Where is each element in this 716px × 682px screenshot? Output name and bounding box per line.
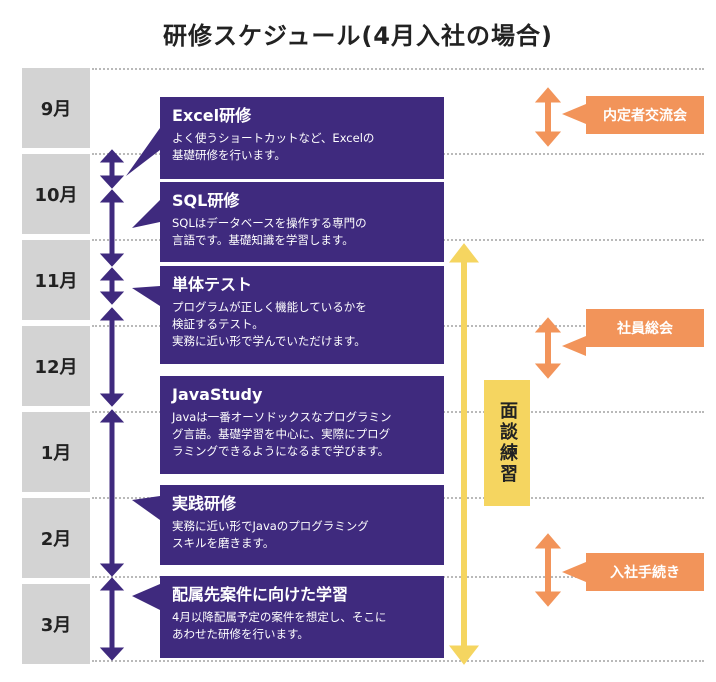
training-desc: よく使うショートカットなど、Excelの 基礎研修を行います。: [172, 131, 375, 162]
training-title: Excel研修: [172, 106, 252, 125]
month-cell-sep: 9月: [22, 68, 90, 148]
event-tag-general-meeting: 社員総会: [586, 309, 704, 347]
training-title: SQL研修: [172, 191, 240, 210]
page-title: 研修スケジュール(4月入社の場合): [163, 22, 553, 50]
training-desc: 実務に近い形でJavaのプログラミング スキルを磨きます。: [172, 519, 369, 550]
row-divider: [92, 68, 704, 70]
training-desc: SQLはデータベースを操作する専門の 言語です。基礎知識を学習します。: [172, 216, 367, 247]
training-desc: Javaは一番オーソドックスなプログラミン グ言語。基礎学習を中心に、実際にプロ…: [172, 410, 392, 458]
row-divider: [92, 660, 704, 662]
interview-label: 面談練習: [484, 380, 530, 506]
month-cell-dec: 12月: [22, 326, 90, 406]
training-title: 実践研修: [172, 494, 237, 513]
training-box-unit-test: 単体テスト プログラムが正しく機能しているかを 検証するテスト。 実務に近い形で…: [160, 266, 444, 364]
event-tag-onboarding: 入社手続き: [586, 553, 704, 591]
training-desc: 4月以降配属予定の案件を想定し、そこに あわせた研修を行います。: [172, 610, 387, 641]
training-box-sql: SQL研修 SQLはデータベースを操作する専門の 言語です。基礎知識を学習します…: [160, 182, 444, 262]
event-tag-naitei: 内定者交流会: [586, 96, 704, 134]
month-cell-jan: 1月: [22, 412, 90, 492]
training-box-excel: Excel研修 よく使うショートカットなど、Excelの 基礎研修を行います。: [160, 97, 444, 179]
training-box-assignment: 配属先案件に向けた学習 4月以降配属予定の案件を想定し、そこに あわせた研修を行…: [160, 576, 444, 658]
training-box-practical: 実践研修 実務に近い形でJavaのプログラミング スキルを磨きます。: [160, 485, 444, 565]
month-cell-oct: 10月: [22, 154, 90, 234]
month-cell-feb: 2月: [22, 498, 90, 578]
training-title: JavaStudy: [172, 385, 263, 404]
training-title: 配属先案件に向けた学習: [172, 585, 349, 604]
training-box-javastudy: JavaStudy Javaは一番オーソドックスなプログラミン グ言語。基礎学習…: [160, 376, 444, 474]
interview-label-text: 面談練習: [497, 401, 518, 485]
training-title: 単体テスト: [172, 275, 253, 294]
month-cell-mar: 3月: [22, 584, 90, 664]
training-desc: プログラムが正しく機能しているかを 検証するテスト。 実務に近い形で学んでいただ…: [172, 300, 367, 348]
month-cell-nov: 11月: [22, 240, 90, 320]
